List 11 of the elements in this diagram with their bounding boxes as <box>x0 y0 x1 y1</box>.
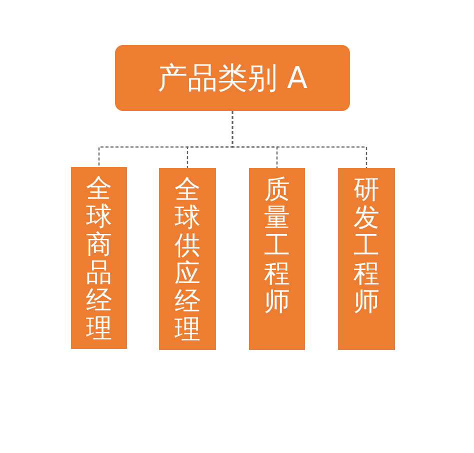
role-box <box>338 168 395 350</box>
box-label: 研发工程师 <box>353 176 380 319</box>
category-box <box>115 45 350 111</box>
box-label: 产品类别 A <box>157 60 308 98</box>
role-box <box>249 168 305 350</box>
box-label: 质量工程师 <box>264 176 290 319</box>
box-label: 全球供应经理 <box>174 176 201 347</box>
box-label: 全球商品经理 <box>86 175 112 346</box>
connector-line <box>232 111 368 168</box>
role-box <box>71 167 127 349</box>
role-box <box>159 168 216 350</box>
